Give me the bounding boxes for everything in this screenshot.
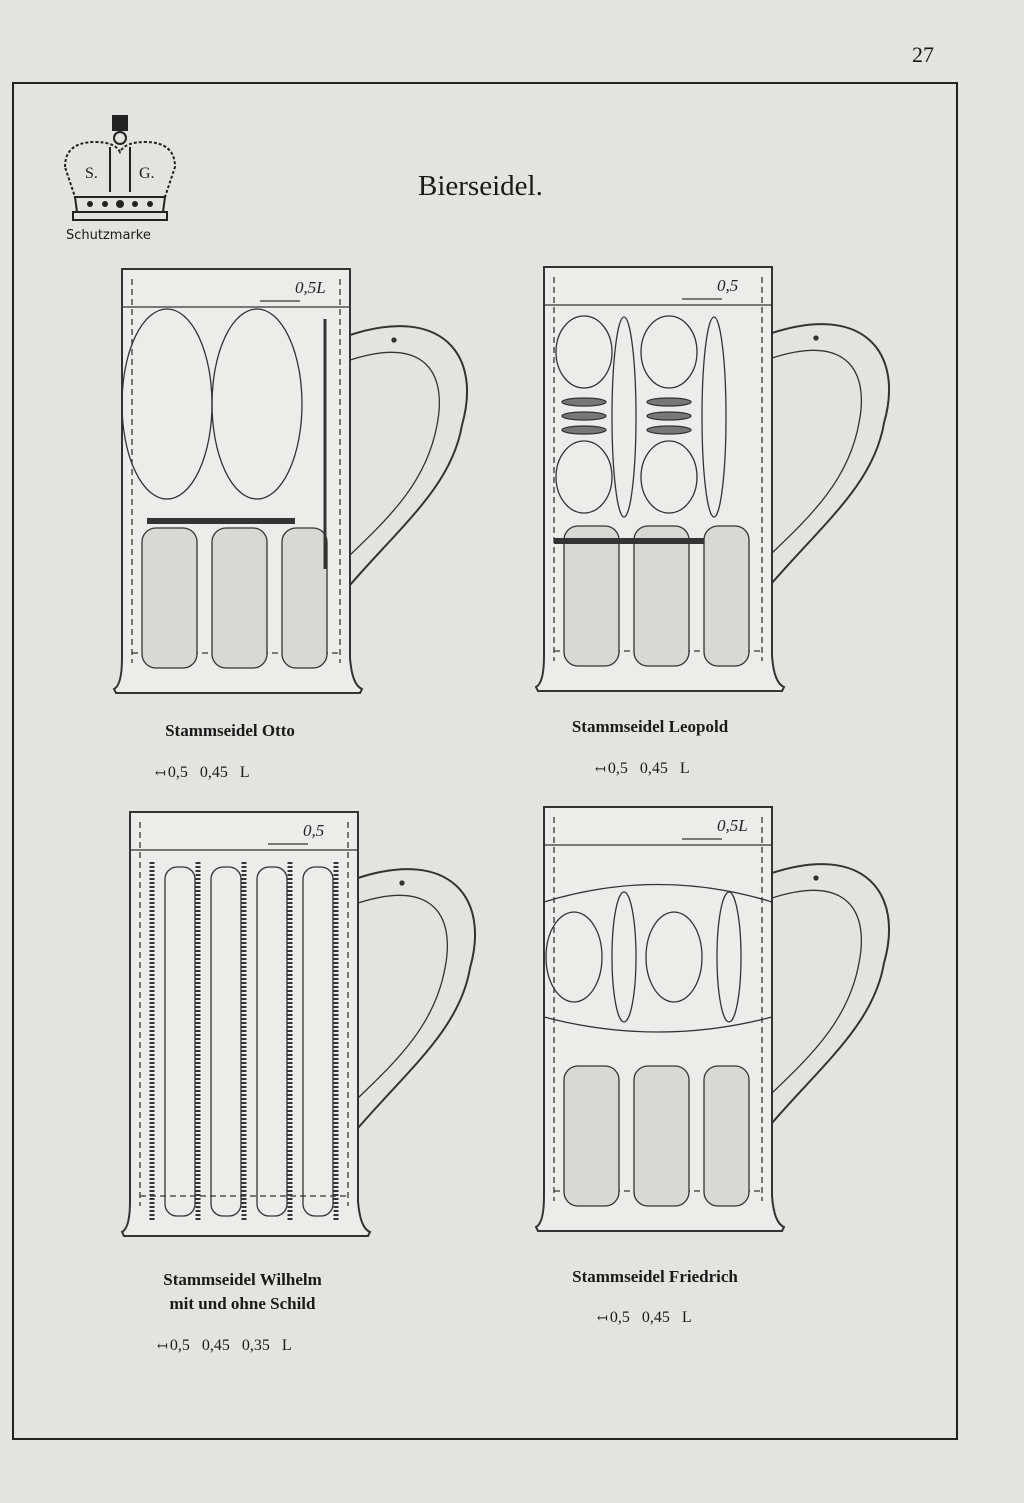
lens-cut [561,425,607,435]
spindle-cut [716,891,742,1023]
fill-mark-label: 0,5 [303,821,324,840]
mug-handle-inner [771,349,863,554]
mug-illustration-otto: 0,5L [112,265,474,700]
mug-handle-inner [771,889,863,1094]
flute [164,866,196,1217]
mug-handle [771,863,890,1124]
page-frame [12,82,958,1440]
mug-handle [771,323,890,584]
lens-cut [646,397,692,407]
height-mark-icon: ↤ [597,1310,608,1325]
product-subtitle-wilhelm: mit und ohne Schild [169,1294,316,1313]
flute [563,1065,620,1207]
spindle-cut [611,891,637,1023]
mug-handle [357,868,476,1129]
height-mark-icon: ↤ [155,765,166,780]
flute [141,527,198,669]
product-name-otto: Stammseidel Otto [165,721,295,740]
mug-illustration-wilhelm: 0,5 [120,808,482,1243]
oval-cut [211,308,303,500]
flute [281,527,328,669]
spindle-cut [701,316,727,518]
flute [563,525,620,667]
oval-cut [545,911,603,1003]
flute [633,1065,690,1207]
flute [633,525,690,667]
product-sizes-wilhelm: ↤0,5 0,45 0,35 L [157,1337,292,1354]
mug-illustration-friedrich: 0,5L [534,798,896,1243]
mug-handle-inner [349,351,441,556]
page-number: 27 [912,42,934,67]
product-sizes-otto: ↤0,5 0,45 L [155,764,250,781]
oval-cut [555,315,613,389]
svg-text:G.: G. [139,165,155,182]
flute [302,866,334,1217]
oval-cut [640,315,698,389]
height-mark-icon: ↤ [595,761,606,776]
fill-mark-label: 0,5L [295,278,326,297]
oval-cut [555,440,613,514]
svg-text:S.: S. [85,165,98,182]
product-name-friedrich: Stammseidel Friedrich [572,1267,738,1286]
trademark-caption: Schutzmarke [66,228,151,243]
crown-icon: S. G. [63,115,177,221]
oval-cut [645,911,703,1003]
flute [703,525,750,667]
lens-cut [561,397,607,407]
fill-mark-label: 0,5L [717,816,748,835]
mug-handle-inner [357,894,449,1099]
arc-cut [543,1016,773,1033]
flute [256,866,288,1217]
lens-cut [646,411,692,421]
product-name-leopold: Stammseidel Leopold [571,717,729,736]
page-title: Bierseidel. [418,170,543,202]
spindle-cut [611,316,637,518]
arc-cut [543,883,773,903]
flute [210,866,242,1217]
lens-cut [561,411,607,421]
fill-mark-label: 0,5 [717,276,738,295]
height-mark-icon: ↤ [157,1338,168,1353]
mug-illustration-leopold: 0,5 [534,263,896,698]
lens-cut [646,425,692,435]
mug-handle [349,325,468,586]
product-sizes-friedrich: ↤0,5 0,45 L [597,1309,692,1326]
product-sizes-leopold: ↤0,5 0,45 L [595,760,690,777]
flute [703,1065,750,1207]
crown-trademark-logo: S. G. [55,112,185,247]
flute [211,527,268,669]
oval-cut [640,440,698,514]
